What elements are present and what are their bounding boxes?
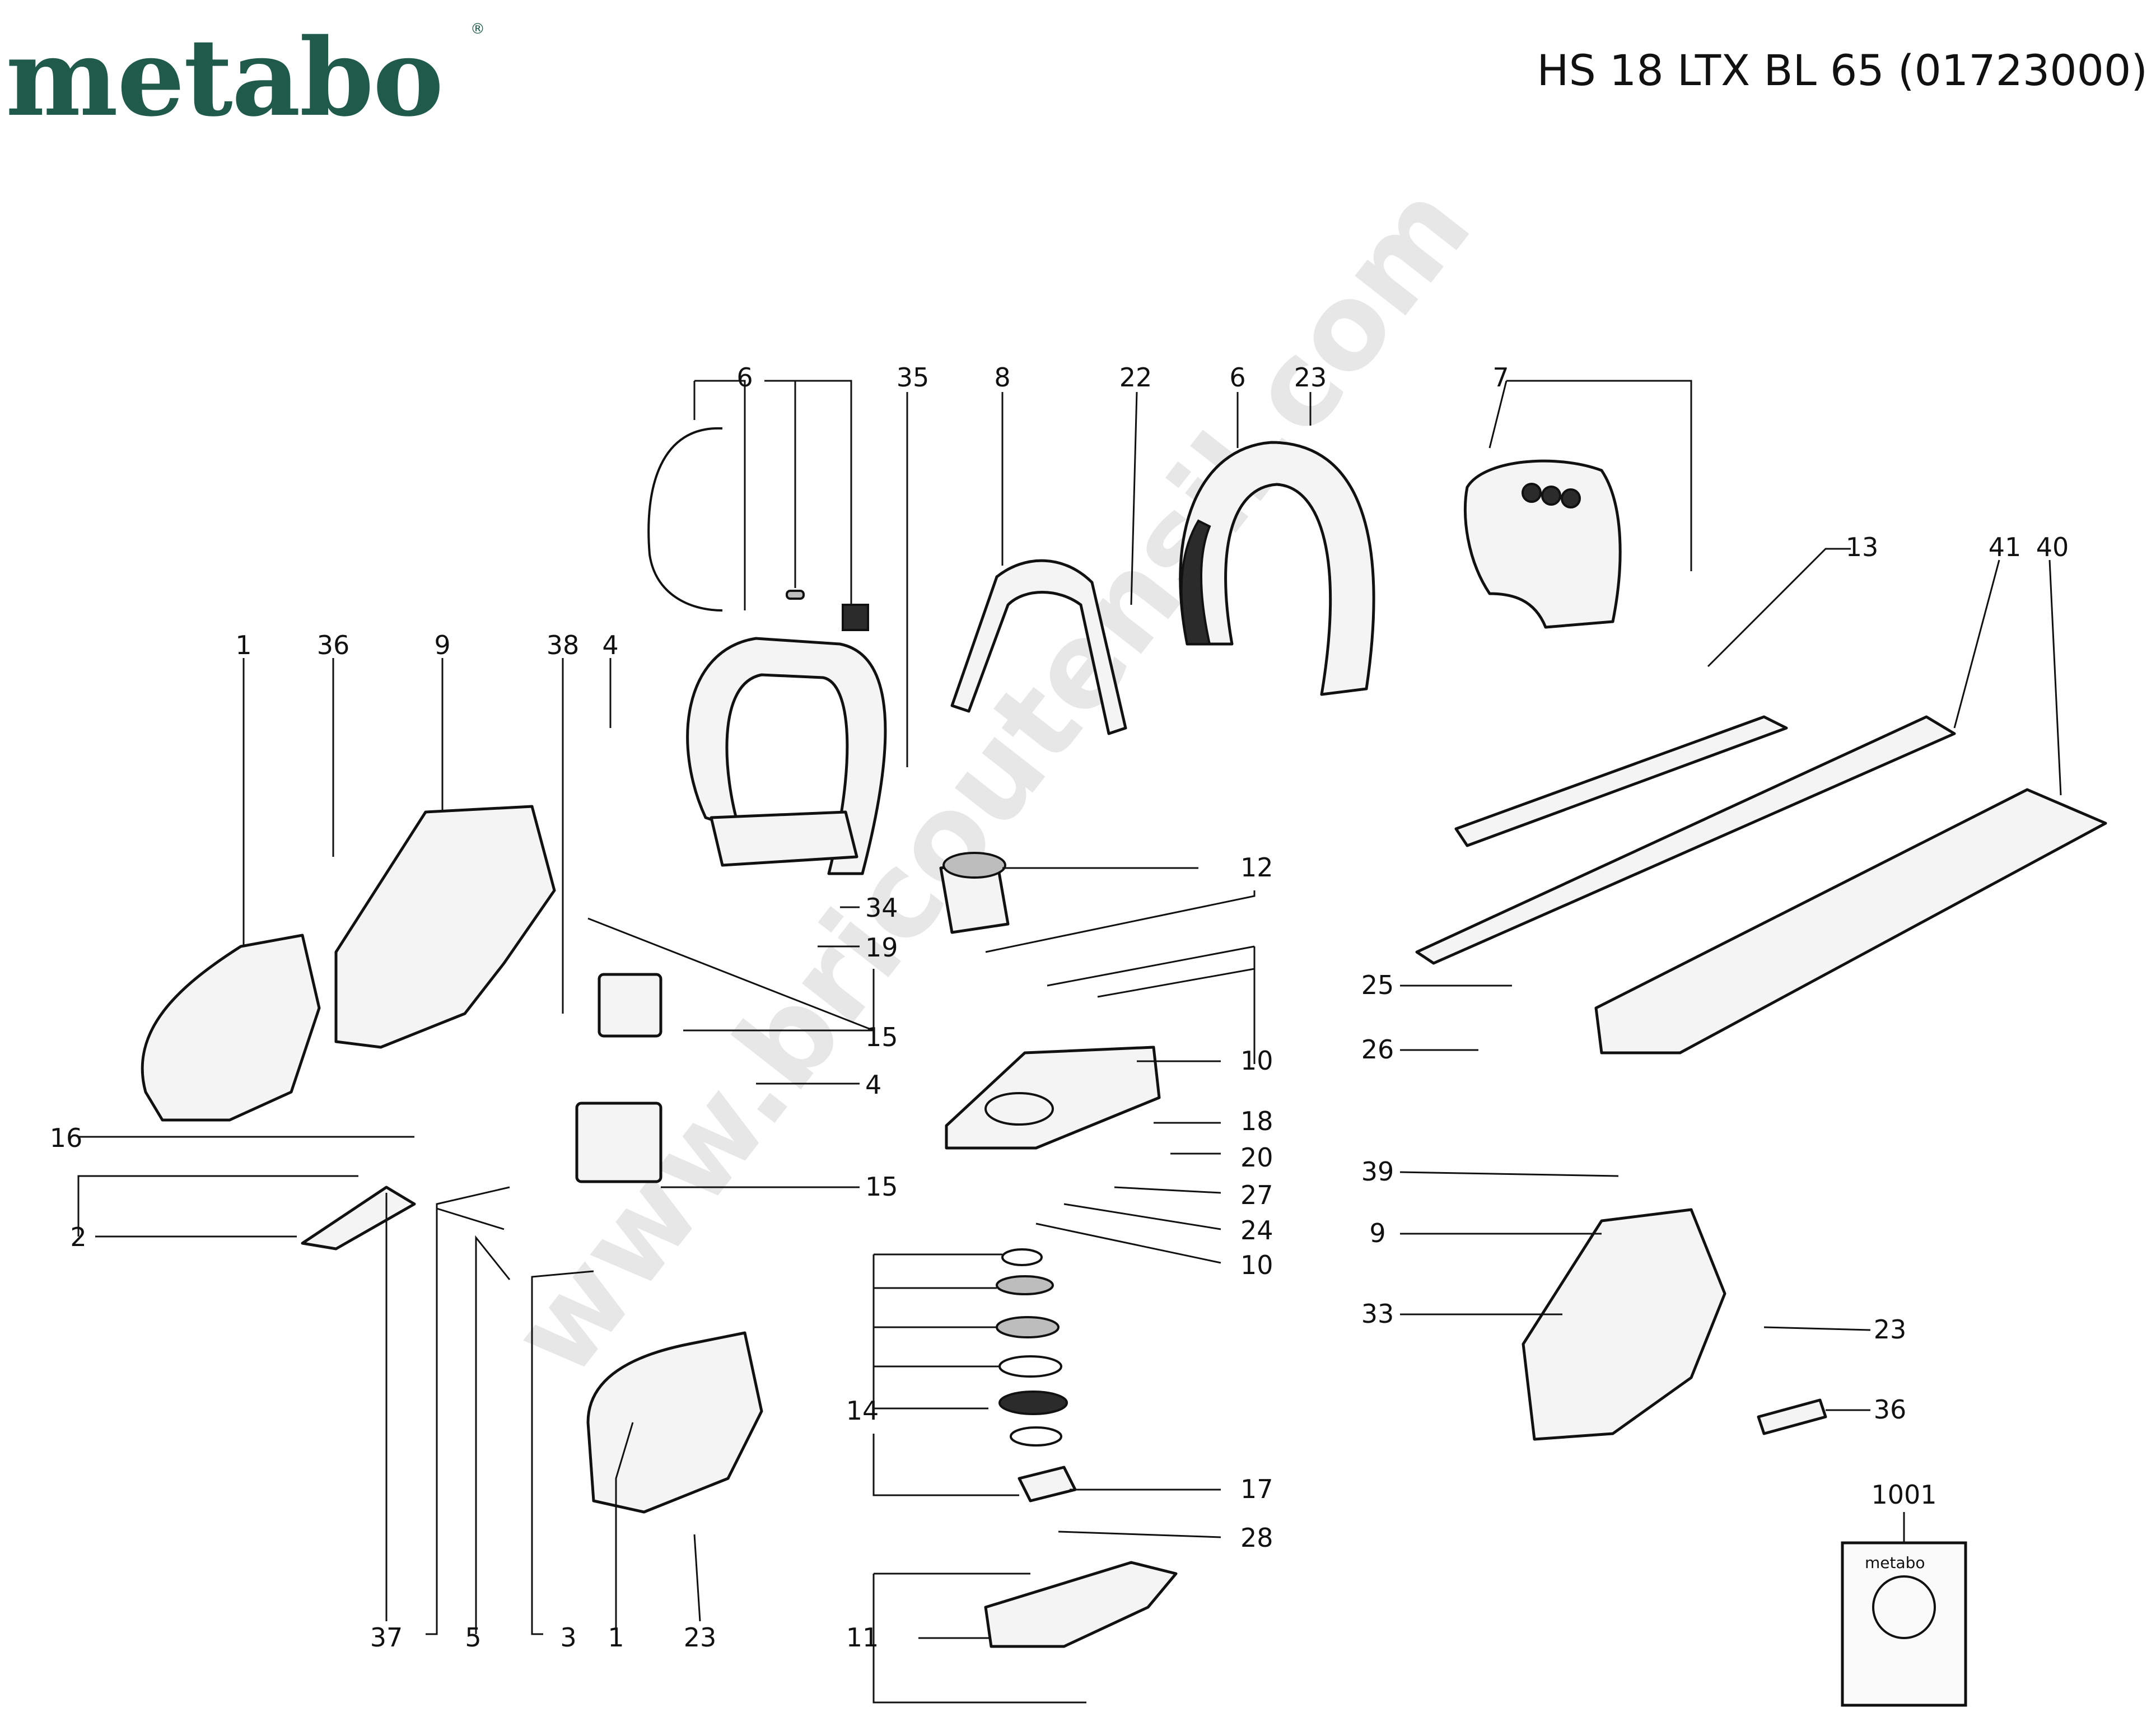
- motor-top: [942, 852, 1006, 879]
- cable-part: [647, 427, 723, 612]
- label-part: [1757, 1398, 1827, 1435]
- logo-text: metabo: [6, 15, 442, 140]
- callout-3: 3: [560, 1622, 576, 1653]
- callout-22: 22: [1119, 362, 1152, 393]
- callout-16: 16: [50, 1123, 83, 1153]
- battery-plate-part: [598, 973, 662, 1038]
- callout-17: 17: [1240, 1474, 1273, 1504]
- wiring-inset-frame: [1841, 1541, 1967, 1707]
- callout-4: 4: [602, 630, 618, 660]
- callout-40: 40: [2036, 532, 2069, 562]
- callout-6: 6: [1229, 362, 1245, 393]
- crank-part: [1018, 1466, 1077, 1503]
- callout-1: 1: [608, 1622, 624, 1653]
- watermark: www.bricoutensil.com: [485, 159, 1497, 1400]
- washer-part: [998, 1355, 1062, 1378]
- callout-23: 23: [1294, 362, 1327, 393]
- handle-half-right: [586, 1331, 763, 1514]
- wiring-inset-motor: [1872, 1575, 1936, 1639]
- callout-1: 1: [235, 630, 251, 660]
- callout-33: 33: [1361, 1299, 1394, 1329]
- indicator-led: [1541, 486, 1561, 506]
- washer-part: [996, 1316, 1060, 1338]
- callout-34: 34: [865, 893, 898, 923]
- pin-part: [786, 590, 805, 600]
- callout-38: 38: [547, 630, 580, 660]
- gear-housing-part: [945, 1046, 1161, 1150]
- blade-upper-part: [1454, 715, 1788, 847]
- callout-10: 10: [1240, 1046, 1273, 1076]
- bow-handle-base: [710, 810, 858, 867]
- registered-mark: ®: [470, 21, 485, 38]
- callout-25: 25: [1361, 970, 1394, 1000]
- callout-1001: 1001: [1871, 1480, 1936, 1510]
- callout-4: 4: [865, 1070, 881, 1100]
- washer-part: [1001, 1248, 1043, 1266]
- callout-18: 18: [1240, 1106, 1273, 1136]
- callout-20: 20: [1240, 1142, 1273, 1173]
- indicator-led: [1561, 488, 1581, 508]
- callout-7: 7: [1492, 362, 1509, 393]
- battery-holder-part: [575, 1102, 662, 1183]
- callout-9: 9: [434, 630, 450, 660]
- base-plate-part: [984, 1561, 1178, 1648]
- handle-half-left: [141, 934, 321, 1122]
- callout-23: 23: [684, 1622, 717, 1653]
- callout-24: 24: [1240, 1215, 1273, 1245]
- callout-35: 35: [897, 362, 930, 393]
- switch-cover-part: [1463, 459, 1622, 629]
- callout-labels: 6 35 8 22 6 23 7 1 36 9 38 4 13 41 40 12…: [50, 362, 2069, 1653]
- washer-part: [1010, 1426, 1062, 1447]
- callout-11: 11: [846, 1622, 879, 1653]
- callout-5: 5: [465, 1622, 481, 1653]
- callout-27: 27: [1240, 1180, 1273, 1210]
- gear-housing-bore: [984, 1092, 1054, 1126]
- parts-drawing: [141, 427, 2107, 1648]
- metabo-logo: metabo ®: [6, 15, 485, 140]
- wiring-inset: metabo: [1841, 1541, 1967, 1707]
- loop-handle-grip: [1180, 519, 1211, 645]
- callout-36: 36: [1874, 1394, 1907, 1425]
- loop-handle-part: [1179, 441, 1375, 696]
- callout-23: 23: [1874, 1314, 1907, 1345]
- callout-26: 26: [1361, 1034, 1394, 1065]
- callout-41: 41: [1989, 532, 2022, 562]
- callout-15: 15: [865, 1022, 898, 1052]
- switch-part: [842, 604, 869, 631]
- lever-part: [301, 1186, 416, 1251]
- callout-13: 13: [1846, 532, 1879, 562]
- callout-9: 9: [1369, 1218, 1385, 1248]
- callout-15: 15: [865, 1172, 898, 1202]
- callout-36: 36: [317, 630, 350, 660]
- inset-brand: metabo: [1865, 1553, 1925, 1572]
- indicator-led: [1522, 483, 1542, 503]
- callout-19: 19: [865, 932, 898, 963]
- washer-part: [996, 1275, 1054, 1295]
- callout-39: 39: [1361, 1156, 1394, 1187]
- bracket-part: [950, 559, 1127, 735]
- washer-part: [998, 1391, 1068, 1415]
- callout-10: 10: [1240, 1250, 1273, 1280]
- bow-handle-part: [686, 637, 887, 875]
- callout-14: 14: [846, 1396, 879, 1426]
- blade-lower-part: [1415, 715, 1956, 965]
- sheath-part: [1594, 788, 2107, 1055]
- callout-8: 8: [994, 362, 1010, 393]
- callout-6: 6: [736, 362, 753, 393]
- callout-37: 37: [370, 1622, 403, 1653]
- callout-12: 12: [1240, 852, 1273, 883]
- callout-2: 2: [70, 1222, 86, 1252]
- callout-28: 28: [1240, 1523, 1273, 1553]
- leader-lines: [77, 380, 2062, 1704]
- housing-right: [1522, 1208, 1726, 1441]
- model-title: HS 18 LTX BL 65 (01723000): [1537, 45, 2148, 95]
- housing-shell: [334, 805, 556, 1049]
